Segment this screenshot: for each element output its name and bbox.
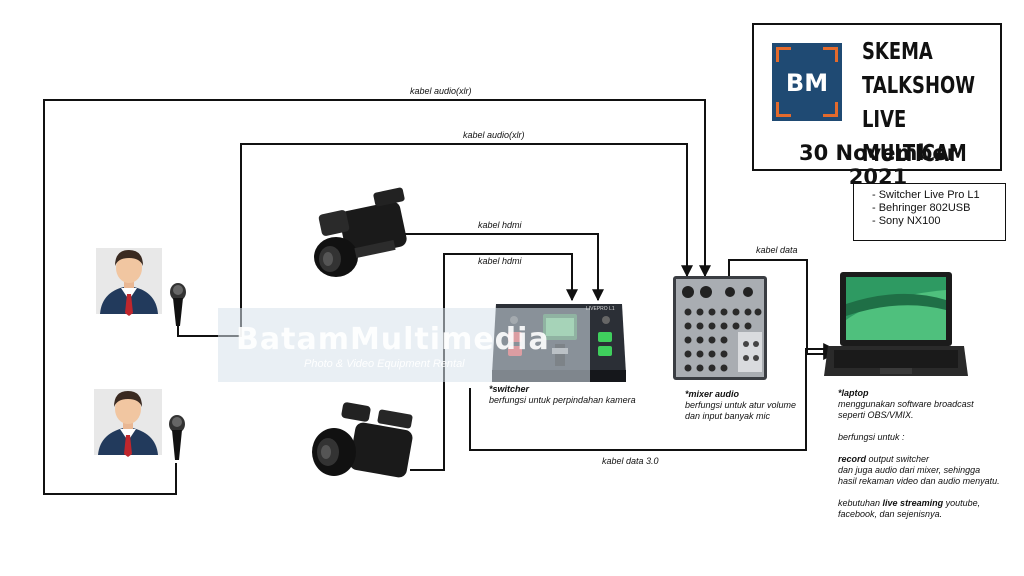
laptop-line-7-bold: live streaming bbox=[882, 498, 944, 508]
laptop-line-3: berfungsi untuk : bbox=[838, 432, 905, 442]
laptop-line-4-bold: record bbox=[838, 454, 867, 464]
laptop-line-7: kebutuhan bbox=[838, 498, 883, 508]
switcher-description: *switcher berfungsi untuk perpindahan ka… bbox=[489, 384, 636, 406]
equipment-item: - Sony NX100 bbox=[872, 215, 941, 227]
mixer-device-icon bbox=[673, 276, 767, 380]
watermark-main: BatamMultimedia bbox=[236, 322, 550, 357]
watermark: BatamMultimedia Photo & Video Equipment … bbox=[218, 308, 590, 382]
title-date: 30 November 2021 bbox=[799, 141, 957, 189]
switcher-device-label: LIVEPRO L1 bbox=[586, 306, 615, 312]
equipment-list: - Switcher Live Pro L1 - Behringer 802US… bbox=[853, 183, 1006, 241]
cable-audio-xlr-1 bbox=[43, 99, 711, 495]
laptop-line-8: facebook, dan sejenisnya. bbox=[838, 509, 943, 519]
cable-label-data-30: kabel data 3.0 bbox=[602, 456, 659, 466]
title-lines: SKEMA TALKSHOW LIVE MULTICAM bbox=[862, 35, 975, 171]
laptop-name: *laptop bbox=[838, 388, 869, 398]
laptop-line-6: hasil rekaman video dan audio menyatu. bbox=[838, 476, 1000, 486]
cable-label-hdmi-2: kabel hdmi bbox=[478, 256, 522, 266]
cable-label-audio-2: kabel audio(xlr) bbox=[463, 130, 525, 140]
cable-label-data: kabel data bbox=[756, 245, 798, 255]
cable-data-30 bbox=[469, 343, 836, 451]
mixer-name: *mixer audio bbox=[685, 389, 740, 399]
cable-data-usb bbox=[728, 259, 836, 360]
cable-label-hdmi-1: kabel hdmi bbox=[478, 220, 522, 230]
mixer-desc-2: dan input banyak mic bbox=[685, 411, 771, 421]
cable-label-audio-1: kabel audio(xlr) bbox=[410, 86, 472, 96]
title-line-1: SKEMA bbox=[862, 39, 933, 65]
laptop-line-5: dan juga audio dari mixer, sehingga bbox=[838, 465, 981, 475]
cables bbox=[43, 99, 836, 495]
laptop-description: *laptop menggunakan software broadcast s… bbox=[838, 388, 1000, 520]
bm-logo: BM bbox=[772, 43, 842, 121]
microphone-1-icon bbox=[170, 283, 186, 326]
person-2-icon bbox=[94, 389, 162, 457]
watermark-sub: Photo & Video Equipment Rental bbox=[304, 358, 465, 370]
mixer-description: *mixer audio berfungsi untuk atur volume… bbox=[685, 389, 796, 422]
mixer-desc-1: berfungsi untuk atur volume bbox=[685, 400, 797, 410]
cable-hdmi-1 bbox=[404, 233, 604, 302]
equipment-item: - Behringer 802USB bbox=[872, 202, 971, 214]
microphone-2-icon bbox=[169, 415, 185, 460]
title-box: BM SKEMA TALKSHOW LIVE MULTICAM 30 Novem… bbox=[752, 23, 1002, 189]
cable-audio-xlr-2 bbox=[177, 143, 693, 337]
switcher-name: *switcher bbox=[489, 384, 530, 394]
camera-1-icon bbox=[314, 187, 407, 277]
switcher-desc: berfungsi untuk perpindahan kamera bbox=[489, 395, 636, 405]
laptop-line-1: menggunakan software broadcast bbox=[838, 399, 974, 409]
bm-logo-text: BM bbox=[785, 69, 829, 97]
laptop-line-7-end: youtube, bbox=[943, 498, 981, 508]
person-1-icon bbox=[96, 248, 162, 316]
laptop-line-4: output switcher bbox=[866, 454, 930, 464]
equipment-item: - Switcher Live Pro L1 bbox=[872, 189, 980, 201]
cable-hdmi-2 bbox=[410, 253, 578, 471]
camera-2-icon bbox=[312, 402, 413, 478]
laptop-icon bbox=[824, 272, 968, 376]
title-line-2: TALKSHOW bbox=[862, 73, 976, 99]
laptop-line-2: seperti OBS/VMIX. bbox=[838, 410, 914, 420]
title-line-3: LIVE MULTICAM bbox=[862, 107, 967, 167]
